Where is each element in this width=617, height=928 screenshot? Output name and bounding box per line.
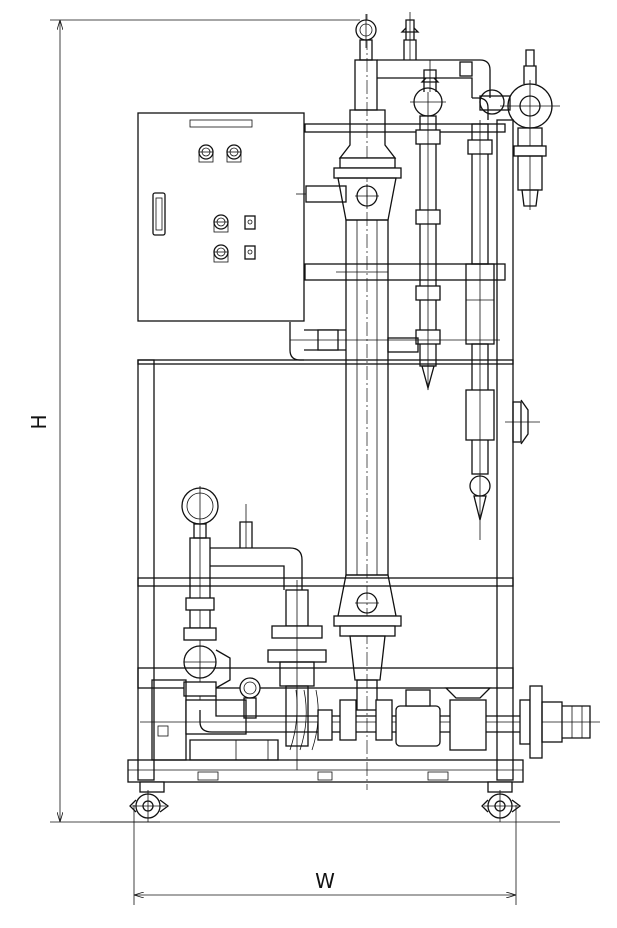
caster-left <box>129 781 170 822</box>
reaction-column <box>296 14 402 790</box>
control-panel <box>137 112 305 322</box>
pump-valve <box>183 627 231 697</box>
vent-valve-mid <box>420 60 440 92</box>
center-lower-valve <box>267 580 327 770</box>
outlet-flange <box>519 685 591 759</box>
width-label: W <box>315 869 335 893</box>
caster-right <box>481 781 522 822</box>
top-right-valve <box>500 49 560 210</box>
top-pressure-gauge <box>355 14 377 61</box>
vent-valve-top <box>400 12 420 60</box>
top-pipe <box>377 59 511 120</box>
support-frame <box>127 119 524 783</box>
height-label: H <box>27 414 51 429</box>
flow-meter-left <box>410 87 446 391</box>
connection-pipe <box>289 271 500 361</box>
bottom-manifold <box>140 687 600 751</box>
flow-meter-right <box>465 89 505 540</box>
drain-hoses <box>289 689 319 751</box>
side-handwheel <box>505 399 540 445</box>
lower-riser-pipe <box>185 504 303 629</box>
strainer-gauge <box>239 677 261 719</box>
